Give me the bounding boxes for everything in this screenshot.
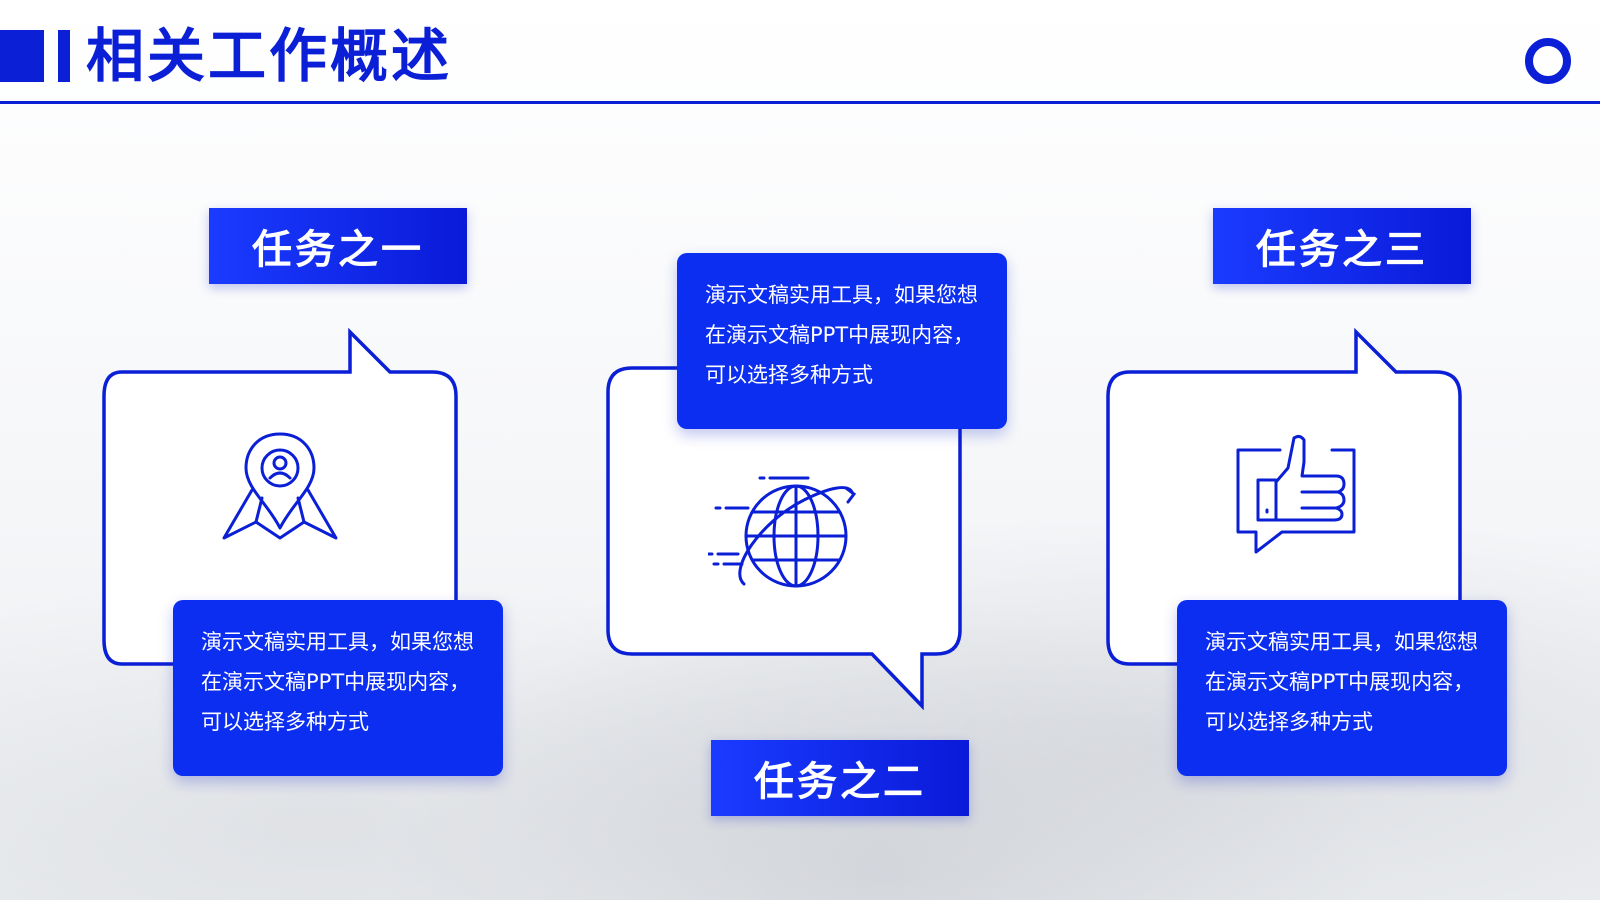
header-accent-bar (58, 30, 70, 82)
task-2-description-card: 演示文稿实用工具，如果您想在演示文稿PPT中展现内容，可以选择多种方式 (677, 253, 1007, 429)
thumbs-up-icon (1236, 434, 1356, 554)
task-3-label: 任务之三 (1213, 208, 1471, 284)
map-pin-person-icon (222, 432, 338, 540)
ring-decoration-icon (1525, 38, 1571, 84)
task-2-label: 任务之二 (711, 740, 969, 816)
header-accent-block (0, 30, 44, 82)
header-divider (0, 101, 1600, 104)
globe-icon (708, 476, 857, 588)
task-1-label: 任务之一 (209, 208, 467, 284)
task-3-description-card: 演示文稿实用工具，如果您想在演示文稿PPT中展现内容，可以选择多种方式 (1177, 600, 1507, 776)
page-title: 相关工作概述 (86, 22, 453, 90)
task-1-description-card: 演示文稿实用工具，如果您想在演示文稿PPT中展现内容，可以选择多种方式 (173, 600, 503, 776)
